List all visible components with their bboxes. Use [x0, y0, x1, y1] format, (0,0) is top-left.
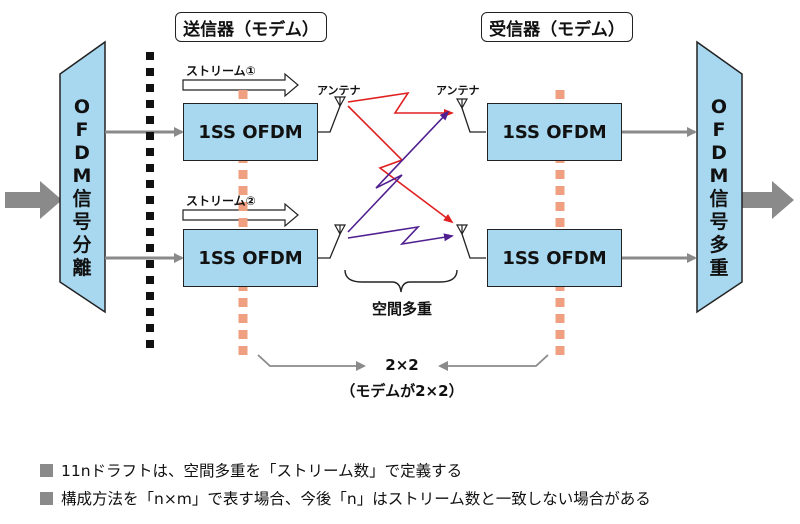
stream-1-arrow [182, 72, 299, 98]
note-2: 構成方法を「n×m」で表す場合、今後「n」はストリーム数と一致しない場合がある [40, 484, 651, 512]
rx-ofdm-block-1: 1SS OFDM [487, 103, 622, 161]
rx-antenna-2 [455, 224, 469, 236]
purple-path-2 [347, 225, 454, 246]
red-path-2 [347, 105, 454, 224]
spatial-mux-label: 空間多重 [371, 300, 432, 318]
rx-antenna-label: アンテナ [436, 84, 480, 97]
spatial-mux-brace [344, 269, 458, 293]
stream-1-label: ストリーム① [186, 64, 256, 78]
tx-ofdm-block-1: 1SS OFDM [183, 103, 318, 161]
rx-antenna-1 [455, 98, 469, 110]
tx-antenna-label: アンテナ [317, 84, 361, 97]
mimo-config-note: （モデムが2×2） [340, 382, 464, 400]
notes: 11nドラフトは、空間多重を「ストリーム数」で定義する 構成方法を「n×m」で表… [40, 456, 651, 512]
tx-antenna-1 [333, 96, 347, 108]
combiner-shape [696, 40, 743, 314]
splitter-shape [59, 40, 106, 314]
rx-title: 受信器（モデム） [481, 12, 633, 42]
rx-ofdm-block-2: 1SS OFDM [487, 229, 622, 287]
stream-2-arrow [182, 202, 299, 228]
bullet-square-icon [40, 491, 53, 505]
purple-path-1 [347, 110, 450, 233]
tx-title: 送信器（モデム） [175, 12, 327, 42]
red-path-1 [347, 91, 454, 117]
tx-antenna-2 [333, 224, 347, 236]
note-1: 11nドラフトは、空間多重を「ストリーム数」で定義する [40, 456, 651, 484]
tx-ofdm-block-2: 1SS OFDM [183, 229, 318, 287]
mimo-config: 2×2 [385, 356, 419, 374]
stream-2-label: ストリーム② [186, 194, 256, 208]
input-arrow [5, 181, 62, 219]
output-arrow [742, 181, 794, 219]
bullet-square-icon [40, 463, 53, 477]
